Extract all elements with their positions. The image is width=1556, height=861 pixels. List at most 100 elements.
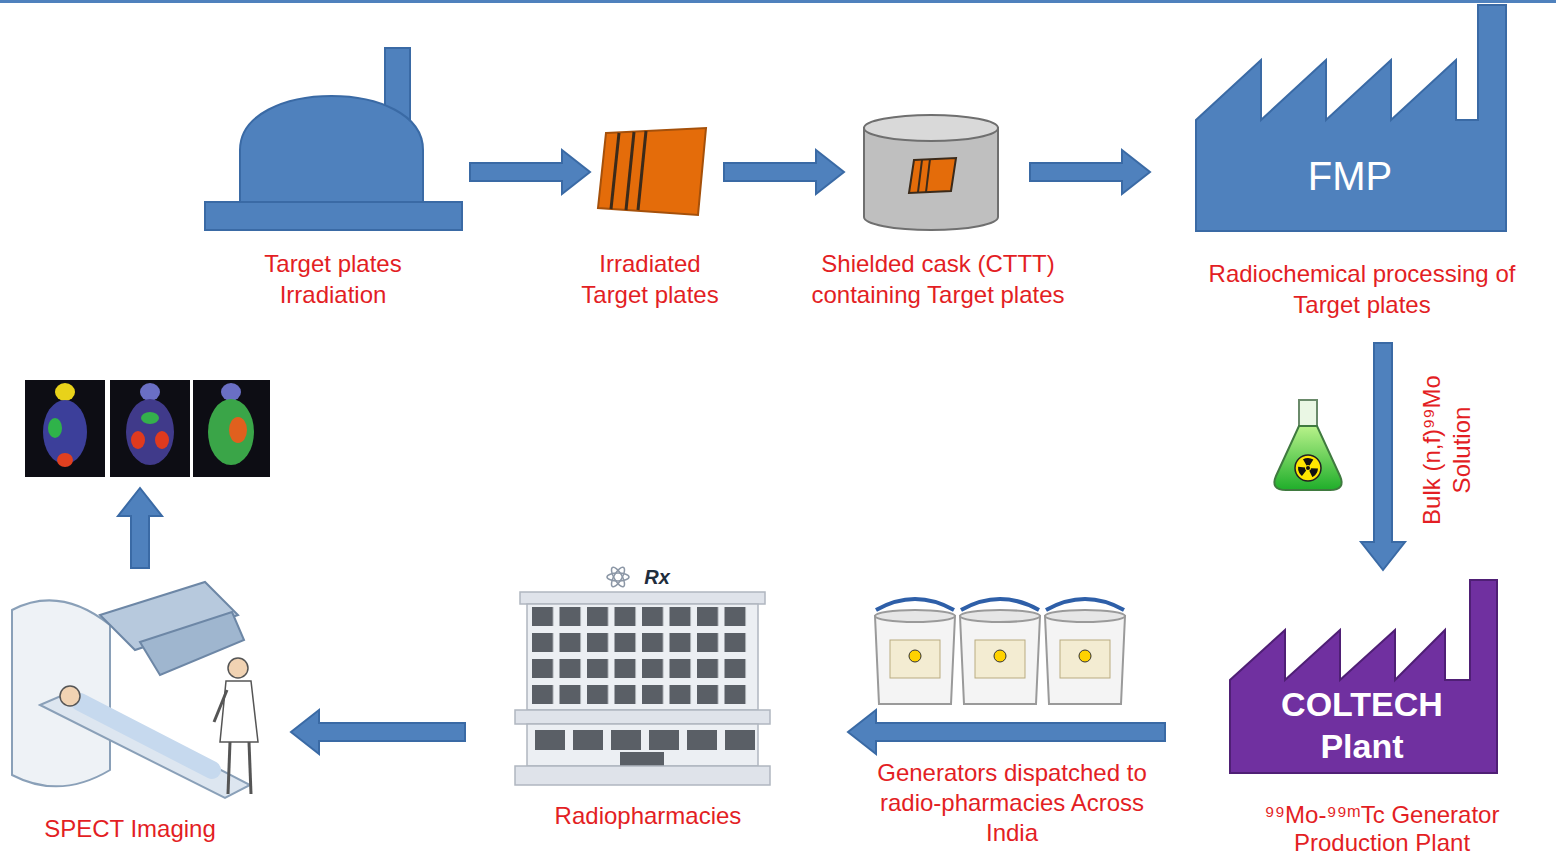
patient-head <box>60 686 80 706</box>
scan-images <box>25 380 270 477</box>
factory-node: COLTECH Plant⁹⁹Mo-⁹⁹ᵐTc Generator Produc… <box>1230 580 1498 773</box>
target-plate <box>909 158 956 193</box>
scan-blob <box>140 383 160 401</box>
radiation-dot <box>1306 466 1310 470</box>
cask-node: Shielded cask (CTTT) containing Target p… <box>862 113 998 231</box>
spect-node: SPECT Imaging <box>8 578 288 800</box>
reactor-base <box>205 202 462 230</box>
bucket-sticker <box>975 640 1025 678</box>
building-upper <box>527 604 758 710</box>
atom-orbit <box>607 573 629 581</box>
flow-arrow <box>1030 150 1150 194</box>
bucket-handle <box>1046 599 1124 610</box>
bucket-handle <box>876 599 954 610</box>
node-title: Rx <box>627 564 687 590</box>
node-caption: Target plates Irradiation <box>246 248 421 310</box>
scan-blob <box>131 431 145 449</box>
flow-arrow-up <box>118 488 162 568</box>
edge-label: Bulk (n,f)⁹⁹Mo Solution <box>1417 365 1477 535</box>
bucket-body <box>875 616 955 704</box>
bucket <box>1045 599 1125 704</box>
building-band <box>515 710 770 724</box>
bucket-sticker <box>1060 640 1110 678</box>
building-icon <box>515 565 770 785</box>
scan-blob <box>155 431 169 449</box>
radiation-badge <box>1295 455 1321 481</box>
nurse-leg <box>249 742 251 794</box>
scan-image <box>25 380 105 477</box>
flask-neck <box>1299 400 1317 427</box>
cask-lid <box>864 115 998 141</box>
atom-orbit <box>609 565 627 588</box>
bucket-lid <box>960 610 1040 622</box>
radiation-badge <box>909 650 921 662</box>
scan-blob <box>141 412 159 424</box>
plate-stripe <box>918 160 922 192</box>
flow-arrow <box>291 710 465 754</box>
radiation-badge <box>1079 650 1091 662</box>
scan-image <box>110 380 190 477</box>
flow-arrow <box>470 150 590 194</box>
patient-body <box>80 702 212 770</box>
reactor-dome <box>240 96 423 202</box>
target-plate-node: Irradiated Target plates <box>598 128 706 216</box>
scan-blob <box>208 399 254 465</box>
factory-node: FMPRadiochemical processing of Target pl… <box>1196 5 1506 231</box>
plate-stripe <box>926 159 930 192</box>
building-lower <box>527 724 758 766</box>
node-title: FMP <box>1250 152 1450 200</box>
bucket-body <box>1045 616 1125 704</box>
flow-arrow <box>1361 343 1405 570</box>
bucket-handle <box>961 599 1039 610</box>
flow-arrow <box>724 150 844 194</box>
generator-buckets <box>875 599 1125 704</box>
plate-stripe <box>626 132 634 210</box>
bucket <box>960 599 1040 704</box>
flask-body <box>1274 426 1341 490</box>
bucket-sticker <box>890 640 940 678</box>
building-windows <box>535 730 755 750</box>
node-caption: Radiochemical processing of Target plate… <box>1182 258 1542 320</box>
radiation-trefoil <box>1299 459 1317 477</box>
plate-stripe <box>638 131 646 210</box>
scan-image <box>193 380 270 477</box>
nurse-leg <box>228 742 230 794</box>
bucket-body <box>960 616 1040 704</box>
top-rule <box>0 0 1556 3</box>
scan-blob <box>229 417 247 443</box>
pharmacy-node: RxRadiopharmacies <box>515 562 770 785</box>
cask-body <box>864 128 998 230</box>
target-plate <box>598 128 706 215</box>
building-door <box>620 752 664 766</box>
building-windows <box>532 607 752 708</box>
atom-orbit <box>609 565 627 588</box>
reactor-icon <box>205 48 462 230</box>
node-caption: ⁹⁹Mo-⁹⁹ᵐTc Generator Production Plant <box>1227 801 1537 857</box>
bucket-lid <box>875 610 955 622</box>
radiation-badge <box>994 650 1006 662</box>
scan-blob <box>55 383 75 401</box>
building-base <box>515 766 770 785</box>
bucket <box>875 599 955 704</box>
scan-blob <box>221 383 241 401</box>
factory-icon <box>1196 5 1506 231</box>
nurse-head <box>228 658 248 678</box>
edge-label: Generators dispatched to radio-pharmacie… <box>862 758 1162 848</box>
node-title: COLTECH Plant <box>1252 683 1472 767</box>
target-plate-icon <box>598 128 706 215</box>
scan-blob <box>57 453 73 467</box>
factory-icon <box>1230 580 1497 773</box>
reactor-node: Target plates Irradiation <box>203 48 463 231</box>
node-caption: Shielded cask (CTTT) containing Target p… <box>808 248 1068 310</box>
atom-symbol <box>607 565 629 588</box>
building-roof <box>520 592 765 604</box>
plate-stripe <box>611 133 619 209</box>
scan-blob <box>126 399 174 465</box>
scan-blob <box>48 418 62 438</box>
flow-arrow <box>848 710 1165 754</box>
flask-icon <box>1274 400 1341 490</box>
spect-scanner <box>12 582 258 798</box>
nurse-arm <box>214 690 227 722</box>
